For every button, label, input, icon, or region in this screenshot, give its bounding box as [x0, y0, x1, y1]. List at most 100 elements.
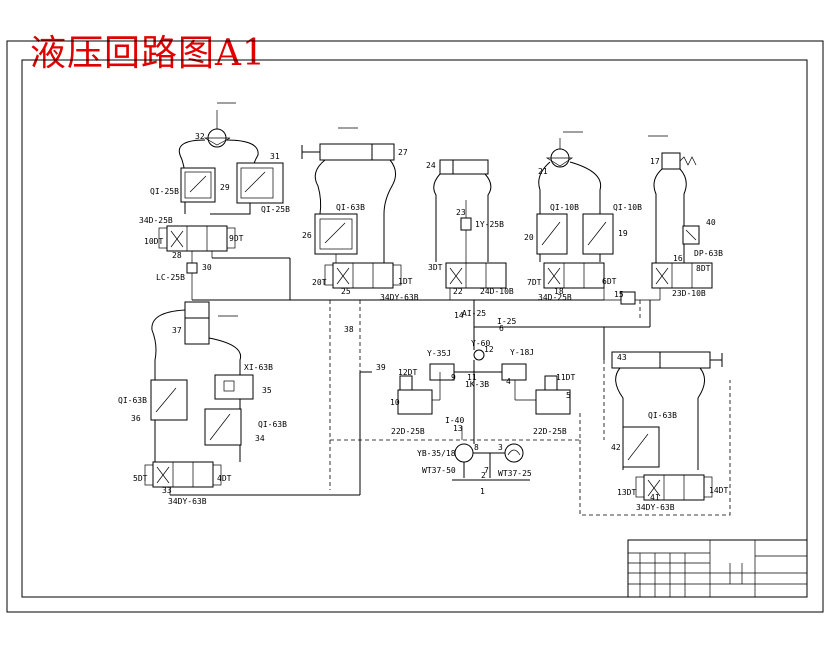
num-41: 41 — [650, 493, 660, 502]
valve-10 — [397, 389, 433, 415]
num-43: 43 — [617, 353, 627, 362]
label-l21: 23D-10B — [672, 289, 706, 298]
label-l9: 1DT — [398, 277, 413, 286]
component-numbers: 32 31 29 28 30 27 26 25 24 23 22 21 20 1… — [131, 132, 716, 502]
valve-23 — [460, 217, 472, 231]
motor-21-group — [536, 131, 614, 289]
num-11: 11 — [467, 373, 477, 382]
num-2: 2 — [481, 471, 486, 480]
num-18: 18 — [554, 287, 564, 296]
num-28: 28 — [172, 251, 182, 260]
label-l37: QI-63B — [118, 396, 147, 405]
num-16: 16 — [673, 254, 683, 263]
label-l34: WT37-50 — [422, 466, 456, 475]
label-l15: QI-10B — [613, 203, 642, 212]
num-34: 34 — [255, 434, 265, 443]
valve-28 — [166, 225, 228, 252]
num-5: 5 — [566, 391, 571, 400]
label-l5: 9DT — [229, 234, 244, 243]
valve-33 — [152, 461, 214, 488]
label-l13: 24D-10B — [480, 287, 514, 296]
label-l25: Y-35J — [427, 349, 451, 358]
valve-20 — [536, 213, 568, 255]
valve-31 — [236, 162, 284, 204]
label-l8: 20T — [312, 278, 327, 287]
label-l6: LC-25B — [156, 273, 185, 282]
label-l3: 34D-25B — [139, 216, 173, 225]
num-24: 24 — [426, 161, 436, 170]
label-l33: YB-35/18 — [417, 449, 456, 458]
motor-32-group — [158, 102, 291, 301]
cylinder-37-group — [144, 301, 372, 496]
label-l27: 1K-3B — [465, 380, 489, 389]
cylinder-17-group — [604, 135, 713, 305]
num-13: 13 — [453, 424, 463, 433]
label-l30: 22D-25B — [391, 427, 425, 436]
label-l19: DP-63B — [694, 249, 723, 258]
label-l2: QI-25B — [261, 205, 290, 214]
cylinder-24 — [439, 159, 489, 175]
num-36: 36 — [131, 414, 141, 423]
num-10: 10 — [390, 398, 400, 407]
label-l38: QI-63B — [258, 420, 287, 429]
label-l45: 34DY-63B — [636, 503, 675, 512]
label-l31: 22D-25B — [533, 427, 567, 436]
num-22: 22 — [453, 287, 463, 296]
num-17: 17 — [650, 157, 660, 166]
valve-25 — [332, 262, 394, 289]
valve-15 — [620, 291, 636, 305]
gauge-12 — [473, 349, 485, 361]
valve-29 — [180, 167, 216, 203]
label-l14: QI-10B — [550, 203, 579, 212]
label-l24: Y-60 — [471, 339, 490, 348]
cylinder-17 — [661, 152, 681, 170]
valve-18 — [543, 262, 605, 289]
num-32: 32 — [195, 132, 205, 141]
valve-5 — [535, 389, 571, 415]
label-l28: 12DT — [398, 368, 417, 377]
pump-station-group — [290, 288, 651, 481]
label-l17: 6DT — [602, 277, 617, 286]
cylinder-43-group — [611, 351, 723, 501]
num-23: 23 — [456, 208, 466, 217]
num-31: 31 — [270, 152, 280, 161]
label-l4: 10DT — [144, 237, 163, 246]
inner-frame — [21, 59, 808, 598]
num-9: 9 — [451, 373, 456, 382]
label-l23: I-25 — [497, 317, 516, 326]
label-l40: 4DT — [217, 474, 232, 483]
valve-42 — [622, 426, 660, 468]
num-42: 42 — [611, 443, 621, 452]
cylinder-43 — [611, 351, 711, 369]
label-l44: 14DT — [709, 486, 728, 495]
num-29: 29 — [220, 183, 230, 192]
cylinder-24-group — [433, 159, 507, 289]
num-12: 12 — [484, 345, 494, 354]
outer-frame — [6, 40, 824, 613]
num-19: 19 — [618, 229, 628, 238]
valve-36 — [150, 379, 188, 421]
valve-26 — [314, 213, 358, 255]
pump-8 — [454, 443, 474, 463]
num-39: 39 — [376, 363, 386, 372]
num-3: 3 — [498, 443, 503, 452]
label-l12: 3DT — [428, 263, 443, 272]
num-30: 30 — [202, 263, 212, 272]
num-27: 27 — [398, 148, 408, 157]
label-l42: QI-63B — [648, 411, 677, 420]
num-15: 15 — [614, 290, 624, 299]
cylinder-37 — [184, 301, 210, 345]
label-l22: AI-25 — [462, 309, 486, 318]
num-20: 20 — [524, 233, 534, 242]
label-l43: 13DT — [617, 488, 636, 497]
label-l10: 34DY-63B — [380, 293, 419, 302]
num-21: 21 — [538, 167, 548, 176]
label-l18: 34D-25B — [538, 293, 572, 302]
label-l29: 11DT — [556, 373, 575, 382]
label-l35: WT37-25 — [498, 469, 532, 478]
num-8: 8 — [474, 443, 479, 452]
valve-19 — [582, 213, 614, 255]
num-4: 4 — [506, 377, 511, 386]
label-l41: 34DY-63B — [168, 497, 207, 506]
